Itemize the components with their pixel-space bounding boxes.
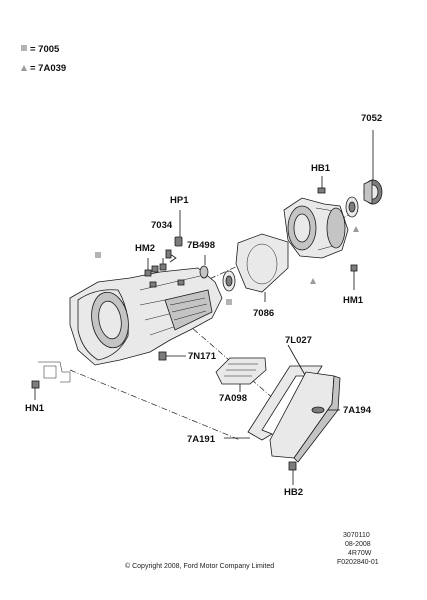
bushing-7b498 <box>199 255 209 279</box>
bolt-hm1 <box>350 264 358 290</box>
vent-7034 <box>165 249 177 263</box>
meta-line-3: 4R70W <box>348 550 372 557</box>
rear-seal-7052 <box>363 130 383 205</box>
nut-hn1 <box>31 361 71 400</box>
bolt-hb2 <box>288 461 297 485</box>
label-7a194: 7A194 <box>343 405 372 416</box>
plug-hp1 <box>174 210 183 247</box>
label-7n171: 7N171 <box>188 351 217 362</box>
label-hm2: HM2 <box>135 243 155 254</box>
marker-square-seal <box>226 299 232 305</box>
pan-gasket-7a191 <box>224 344 323 441</box>
marker-square-case <box>95 252 101 258</box>
label-7a191: 7A191 <box>187 434 216 445</box>
label-7a098: 7A098 <box>219 393 247 404</box>
label-7086: 7086 <box>253 308 274 319</box>
legend-triangle-icon <box>21 65 27 71</box>
label-7l027: 7L027 <box>285 335 312 346</box>
meta-line-4: F0202840-01 <box>337 559 379 566</box>
gasket-7086 <box>235 233 289 302</box>
legend-square-label: = 7005 <box>30 44 60 55</box>
callout-labels: 7052 HB1 HP1 7034 HM2 7B498 HM1 7086 7L0… <box>25 113 382 498</box>
label-hb2: HB2 <box>284 487 303 498</box>
transmission-case <box>69 267 223 366</box>
label-7052: 7052 <box>361 113 382 124</box>
legend-square-icon <box>21 45 27 51</box>
seal-washer <box>222 270 236 292</box>
label-hp1: HP1 <box>170 195 189 206</box>
marker-triangle-bushing <box>353 226 359 232</box>
marker-triangle-housing <box>310 278 316 284</box>
legend: = 7005 = 7A039 <box>21 44 66 74</box>
label-7034: 7034 <box>151 220 173 231</box>
rear-bushing <box>345 196 359 218</box>
oil-pan-7a194 <box>269 371 341 463</box>
copyright-text: © Copyright 2008, Ford Motor Company Lim… <box>125 562 274 570</box>
label-hm1: HM1 <box>343 295 364 306</box>
pin-7n171 <box>158 351 186 361</box>
label-hb1: HB1 <box>311 163 331 174</box>
label-hn1: HN1 <box>25 403 45 414</box>
meta-line-2: 08-2008 <box>345 541 371 548</box>
bolt-hb1 <box>317 176 326 194</box>
label-7b498: 7B498 <box>187 240 215 251</box>
extension-housing <box>283 197 349 259</box>
drawing-metadata: 3070110 08-2008 4R70W F0202840-01 © Copy… <box>125 532 379 570</box>
filter-7a098 <box>215 357 267 392</box>
bolt-hm2 <box>144 258 167 277</box>
meta-line-1: 3070110 <box>343 532 370 539</box>
legend-triangle-label: = 7A039 <box>30 63 66 74</box>
